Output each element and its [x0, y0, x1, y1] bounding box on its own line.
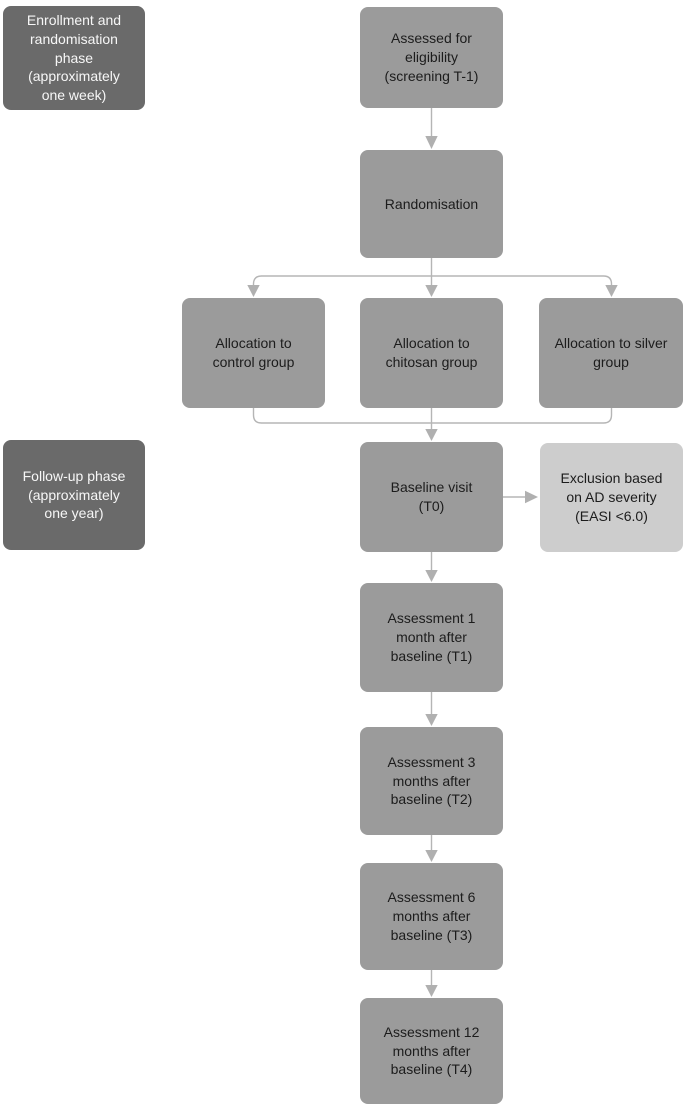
arrowhead-to-randomisation [425, 136, 438, 149]
arrowhead-to-chitosan [425, 285, 438, 297]
node-assessment-t2: Assessment 3 months after baseline (T2) [360, 727, 503, 835]
arrowhead-to-silver [605, 285, 618, 297]
node-randomisation: Randomisation [360, 150, 503, 258]
node-baseline-visit: Baseline visit (T0) [360, 442, 503, 552]
node-allocation-chitosan-group: Allocation to chitosan group [360, 298, 503, 408]
node-assessment-t4: Assessment 12 months after baseline (T4) [360, 998, 503, 1104]
arrowhead-to-t2 [425, 714, 438, 726]
node-exclusion-ad-severity: Exclusion based on AD severity (EASI <6.… [540, 443, 683, 552]
branch-bar [252, 275, 613, 285]
arrowhead-to-t4 [425, 985, 438, 997]
merge-bar [252, 408, 613, 424]
arrowhead-to-control [247, 285, 260, 297]
node-allocation-silver-group: Allocation to silver group [539, 298, 683, 408]
node-assessed-for-eligibility: Assessed for eligibility (screening T-1) [360, 7, 503, 108]
node-allocation-control-group: Allocation to control group [182, 298, 325, 408]
node-assessment-t3: Assessment 6 months after baseline (T3) [360, 863, 503, 970]
arrowhead-to-baseline [425, 429, 438, 441]
phase-label-followup: Follow-up phase (approximately one year) [3, 440, 145, 550]
arrowhead-to-exclusion [525, 490, 538, 504]
arrowhead-to-t1 [425, 570, 438, 582]
node-assessment-t1: Assessment 1 month after baseline (T1) [360, 583, 503, 692]
phase-label-enrollment: Enrollment and randomisation phase (appr… [3, 6, 145, 110]
arrowhead-to-t3 [425, 850, 438, 862]
